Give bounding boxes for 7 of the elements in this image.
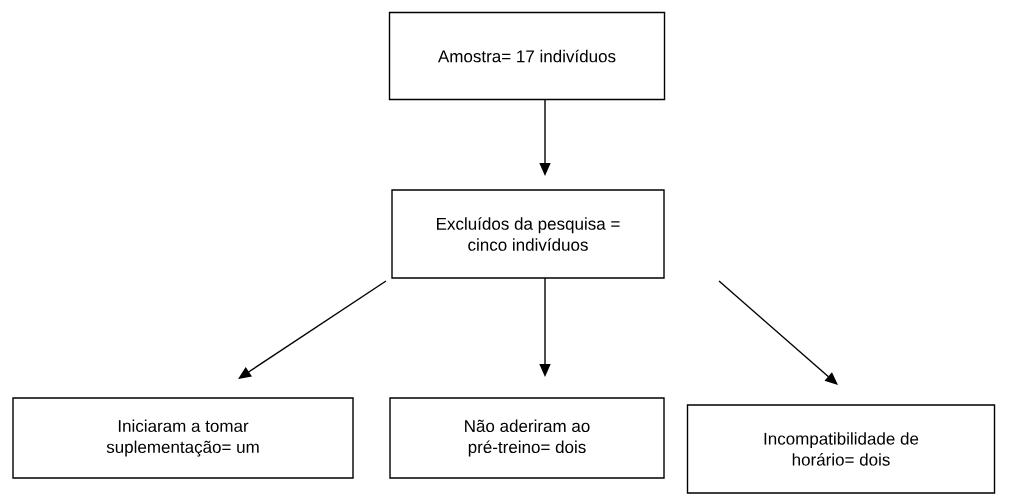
process-box: Amostra= 17 indivíduos xyxy=(388,11,666,101)
arrow xyxy=(718,280,838,385)
arrow xyxy=(238,280,387,379)
process-box: Excluídos da pesquisa = cinco indivíduos xyxy=(391,189,665,279)
process-box: Iniciaram a tomar suplementação= um xyxy=(12,397,354,479)
process-box: Não aderiram ao pré-treino= dois xyxy=(389,397,665,479)
process-box: Incompatibilidade de horário= dois xyxy=(686,404,996,494)
